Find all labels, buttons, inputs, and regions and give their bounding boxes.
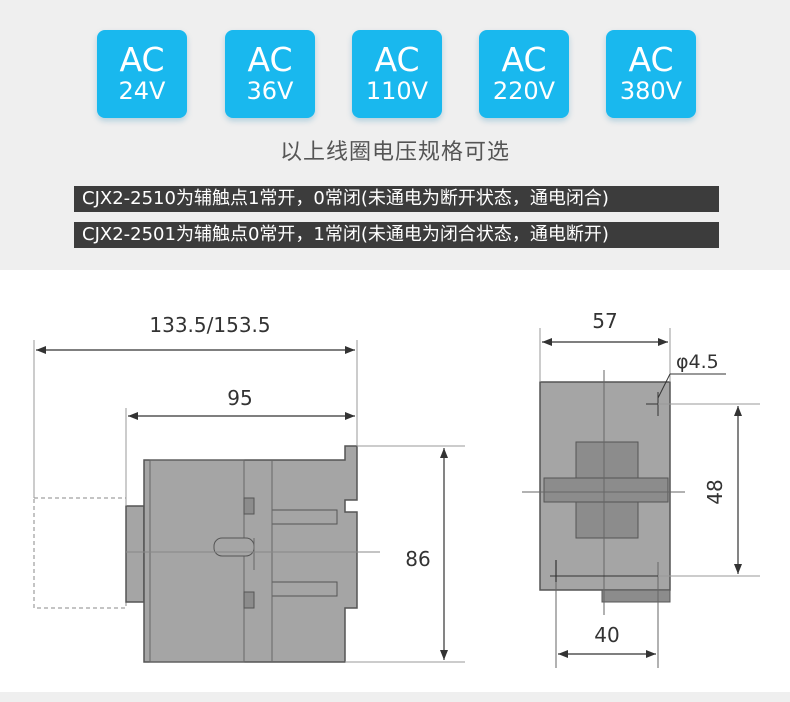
terminal-slot [271, 581, 338, 597]
coil-terminal-block [125, 505, 145, 603]
badge-type: AC [501, 40, 547, 79]
armature-bar [543, 477, 669, 503]
front-width-label: 57 [592, 309, 617, 333]
voltage-badge: AC 110V [352, 30, 442, 118]
bottom-divider [0, 692, 790, 702]
front-view: 57 φ4.5 48 40 [522, 309, 760, 668]
contact-note-2501: CJX2-2501为辅触点0常开，1常闭(未通电为闭合状态，通电断开) [74, 222, 719, 248]
contact-note-2510: CJX2-2510为辅触点1常开，0常闭(未通电为断开状态，通电闭合) [74, 186, 719, 212]
badge-voltage: 24V [118, 77, 166, 105]
badge-voltage: 380V [619, 77, 683, 105]
side-view: 133.5/153.5 95 86 [33, 313, 465, 663]
side-panel-line [149, 459, 245, 663]
terminal-slot [271, 509, 338, 525]
badge-type: AC [119, 40, 165, 79]
badge-voltage: 36V [246, 77, 294, 105]
front-foot [601, 589, 671, 603]
voltage-badge: AC 24V [97, 30, 187, 118]
optional-module-outline [33, 497, 127, 609]
badge-voltage: 110V [365, 77, 429, 105]
height-label: 86 [405, 547, 430, 571]
badge-voltage: 220V [492, 77, 556, 105]
rail-slot [213, 537, 255, 557]
badge-type: AC [628, 40, 674, 79]
badge-type: AC [247, 40, 293, 79]
hole-diameter-label: φ4.5 [676, 351, 719, 373]
spec-header: AC 24V AC 36V AC 110V AC 220V AC 380V 以上… [0, 0, 790, 270]
hole-spacing-horizontal-label: 40 [594, 623, 619, 647]
overall-length-label: 133.5/153.5 [149, 313, 270, 337]
hole-spacing-vertical-label: 48 [703, 479, 727, 504]
body-length-label: 95 [227, 386, 252, 410]
clip [243, 497, 255, 515]
voltage-badge: AC 36V [225, 30, 315, 118]
clip [243, 591, 255, 609]
badge-type: AC [374, 40, 420, 79]
voltage-badge: AC 380V [606, 30, 696, 118]
voltage-badge: AC 220V [479, 30, 569, 118]
dimension-drawing: 133.5/153.5 95 86 57 [33, 309, 760, 668]
voltage-caption: 以上线圈电压规格可选 [279, 140, 510, 165]
